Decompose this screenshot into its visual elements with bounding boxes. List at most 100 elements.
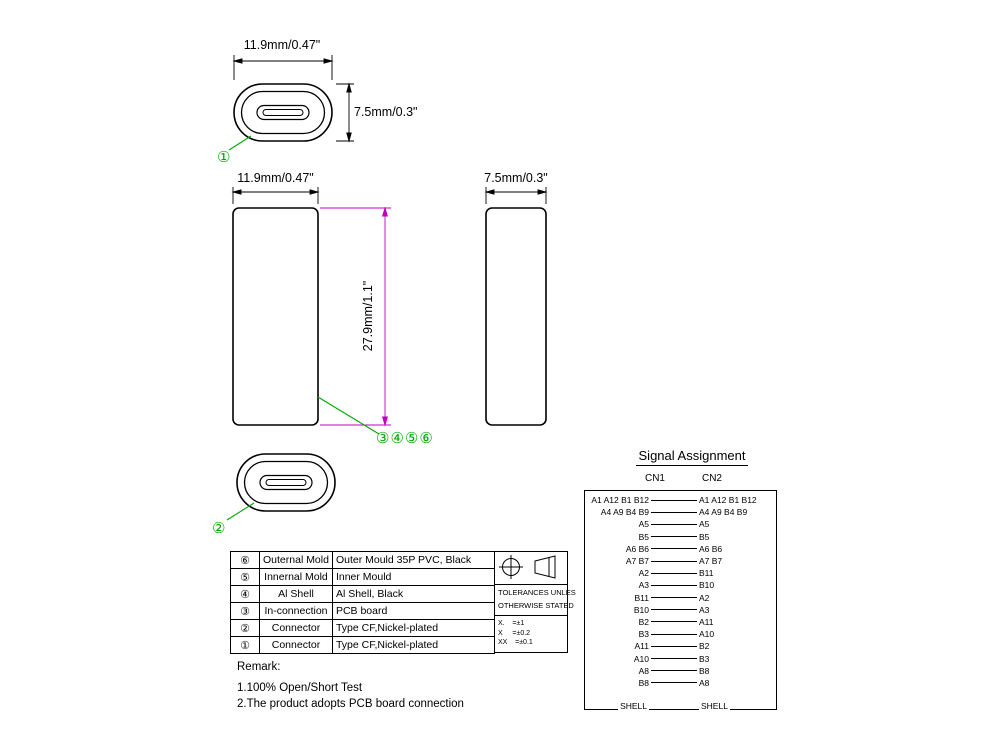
signal-cn1-pins: A10: [633, 653, 649, 664]
tolerance-value: X. =±1: [498, 620, 525, 627]
signal-row: A5 A5: [585, 518, 775, 530]
signal-cn2-pins: A1 A12 B1 B12: [699, 495, 757, 506]
signal-row: A7 B7 A7 B7: [585, 555, 775, 567]
tolerance-box: TOLERANCES UNLES OTHERWISE STATED X. =±1…: [494, 551, 576, 653]
shell-label-cn1-text: SHELL: [618, 701, 649, 711]
signal-connection-line: [651, 645, 697, 647]
signal-cn2-pins: A2: [699, 592, 710, 603]
signal-cn2-pins: A5: [699, 519, 710, 530]
dimension-lines-black: [231, 55, 548, 204]
signal-row: A6 B6 A6 B6: [585, 543, 775, 555]
dim-label-side2-width: 7.5mm/0.3": [484, 171, 548, 185]
shell-label-cn2-text: SHELL: [699, 701, 730, 711]
signal-assignment-box: [584, 490, 777, 710]
signal-cn2-pins: A4 A9 B4 B9: [699, 507, 748, 518]
bom-cell-name: Innernal Mold: [259, 568, 333, 586]
signal-connection-line: [651, 523, 697, 525]
signal-cn2-pins: B11: [699, 568, 714, 579]
front-view-top-outline: [233, 83, 333, 142]
signal-cn1-pins: A11: [634, 641, 650, 652]
tolerance-value: XX =±0.1: [498, 639, 533, 646]
tolerance-symbols-section: [495, 552, 567, 585]
bom-cell-num: ⑤: [230, 568, 260, 586]
signal-cn2-pins: A7 B7: [699, 556, 723, 567]
tolerance-note-line2: OTHERWISE STATED: [498, 601, 574, 610]
signal-row: A1 A12 B1 B12 A1 A12 B1 B12: [585, 494, 775, 506]
bom-cell-name: Al Shell: [259, 585, 333, 603]
bom-cell-name: In-connection: [259, 602, 333, 620]
signal-connection-line: [651, 511, 697, 513]
signal-connection-line: [651, 658, 697, 660]
signal-connection-line: [651, 572, 697, 574]
signal-cn1-pins: B5: [638, 531, 649, 542]
signal-connection-line: [651, 682, 697, 684]
signal-row: B11 A2: [585, 592, 775, 604]
signal-cn2-pins: A6 B6: [699, 543, 723, 554]
signal-cn2-pins: A8: [699, 677, 710, 688]
bom-cell-desc: Type CF,Nickel-plated: [331, 636, 495, 654]
front-view-bottom-outline: [236, 453, 336, 512]
signal-connection-line: [651, 621, 697, 623]
datum-target-symbol: [499, 555, 523, 579]
signal-connection-line: [651, 597, 697, 599]
bom-cell-num: ⑥: [230, 551, 260, 569]
signal-cn1-pins: A7 B7: [625, 556, 649, 567]
bom-cell-num: ①: [230, 636, 260, 654]
signal-cn1-pins: B10: [633, 604, 649, 615]
callout-3456-balloons: ③④⑤⑥: [376, 430, 434, 447]
signal-row: B10 A3: [585, 604, 775, 616]
signal-cn2-pins: A3: [699, 604, 710, 615]
bom-cell-num: ②: [230, 619, 260, 637]
callout-leader-lines: [226, 135, 380, 521]
dim-label-top-height: 7.5mm/0.3": [354, 105, 418, 119]
signal-cn1-pins: A5: [638, 519, 649, 530]
signal-connection-line: [651, 499, 697, 501]
signal-cn2-pins: B8: [699, 665, 710, 676]
bom-cell-name: Connector: [259, 619, 333, 637]
signal-connection-line: [651, 560, 697, 562]
bom-cell-num: ④: [230, 585, 260, 603]
signal-row: A4 A9 B4 B9 A4 A9 B4 B9: [585, 506, 775, 518]
bom-cell-desc: Inner Mould: [331, 568, 495, 586]
dim-label-side-height: 27.9mm/1.1": [361, 280, 375, 352]
bom-cell-desc: PCB board: [331, 602, 495, 620]
dim-label-top-width: 11.9mm/0.47": [243, 38, 321, 52]
signal-cn1-pins: A1 A12 B1 B12: [591, 495, 649, 506]
bom-cell-num: ③: [230, 602, 260, 620]
signal-cn1-pins: B2: [638, 616, 649, 627]
callout-1-balloon: ①: [217, 149, 231, 166]
bom-cell-desc: Type CF,Nickel-plated: [331, 619, 495, 637]
signal-connection-line: [651, 548, 697, 550]
shell-label-cn1: SHELL: [585, 701, 649, 711]
signal-cn1-pins: B3: [638, 629, 649, 640]
cn1-column-header: CN1: [644, 473, 665, 484]
signal-assignment-title-text: Signal Assignment: [635, 448, 749, 466]
projection-cone-symbol: [534, 555, 556, 579]
signal-connection-line: [651, 609, 697, 611]
signal-cn1-pins: A6 B6: [625, 543, 649, 554]
callout-2-balloon: ②: [212, 520, 226, 537]
signal-cn1-pins: A4 A9 B4 B9: [600, 507, 649, 518]
bom-cell-desc: Outer Mould 35P PVC, Black: [331, 551, 495, 569]
signal-cn1-pins: B11: [634, 592, 650, 603]
remark-line-1: 1.100% Open/Short Test: [237, 682, 363, 694]
signal-cn1-pins: B8: [638, 677, 649, 688]
signal-cn2-pins: A10: [699, 629, 715, 640]
tolerance-note: TOLERANCES UNLES OTHERWISE STATED: [495, 585, 576, 616]
signal-cn2-pins: B10: [699, 580, 715, 591]
